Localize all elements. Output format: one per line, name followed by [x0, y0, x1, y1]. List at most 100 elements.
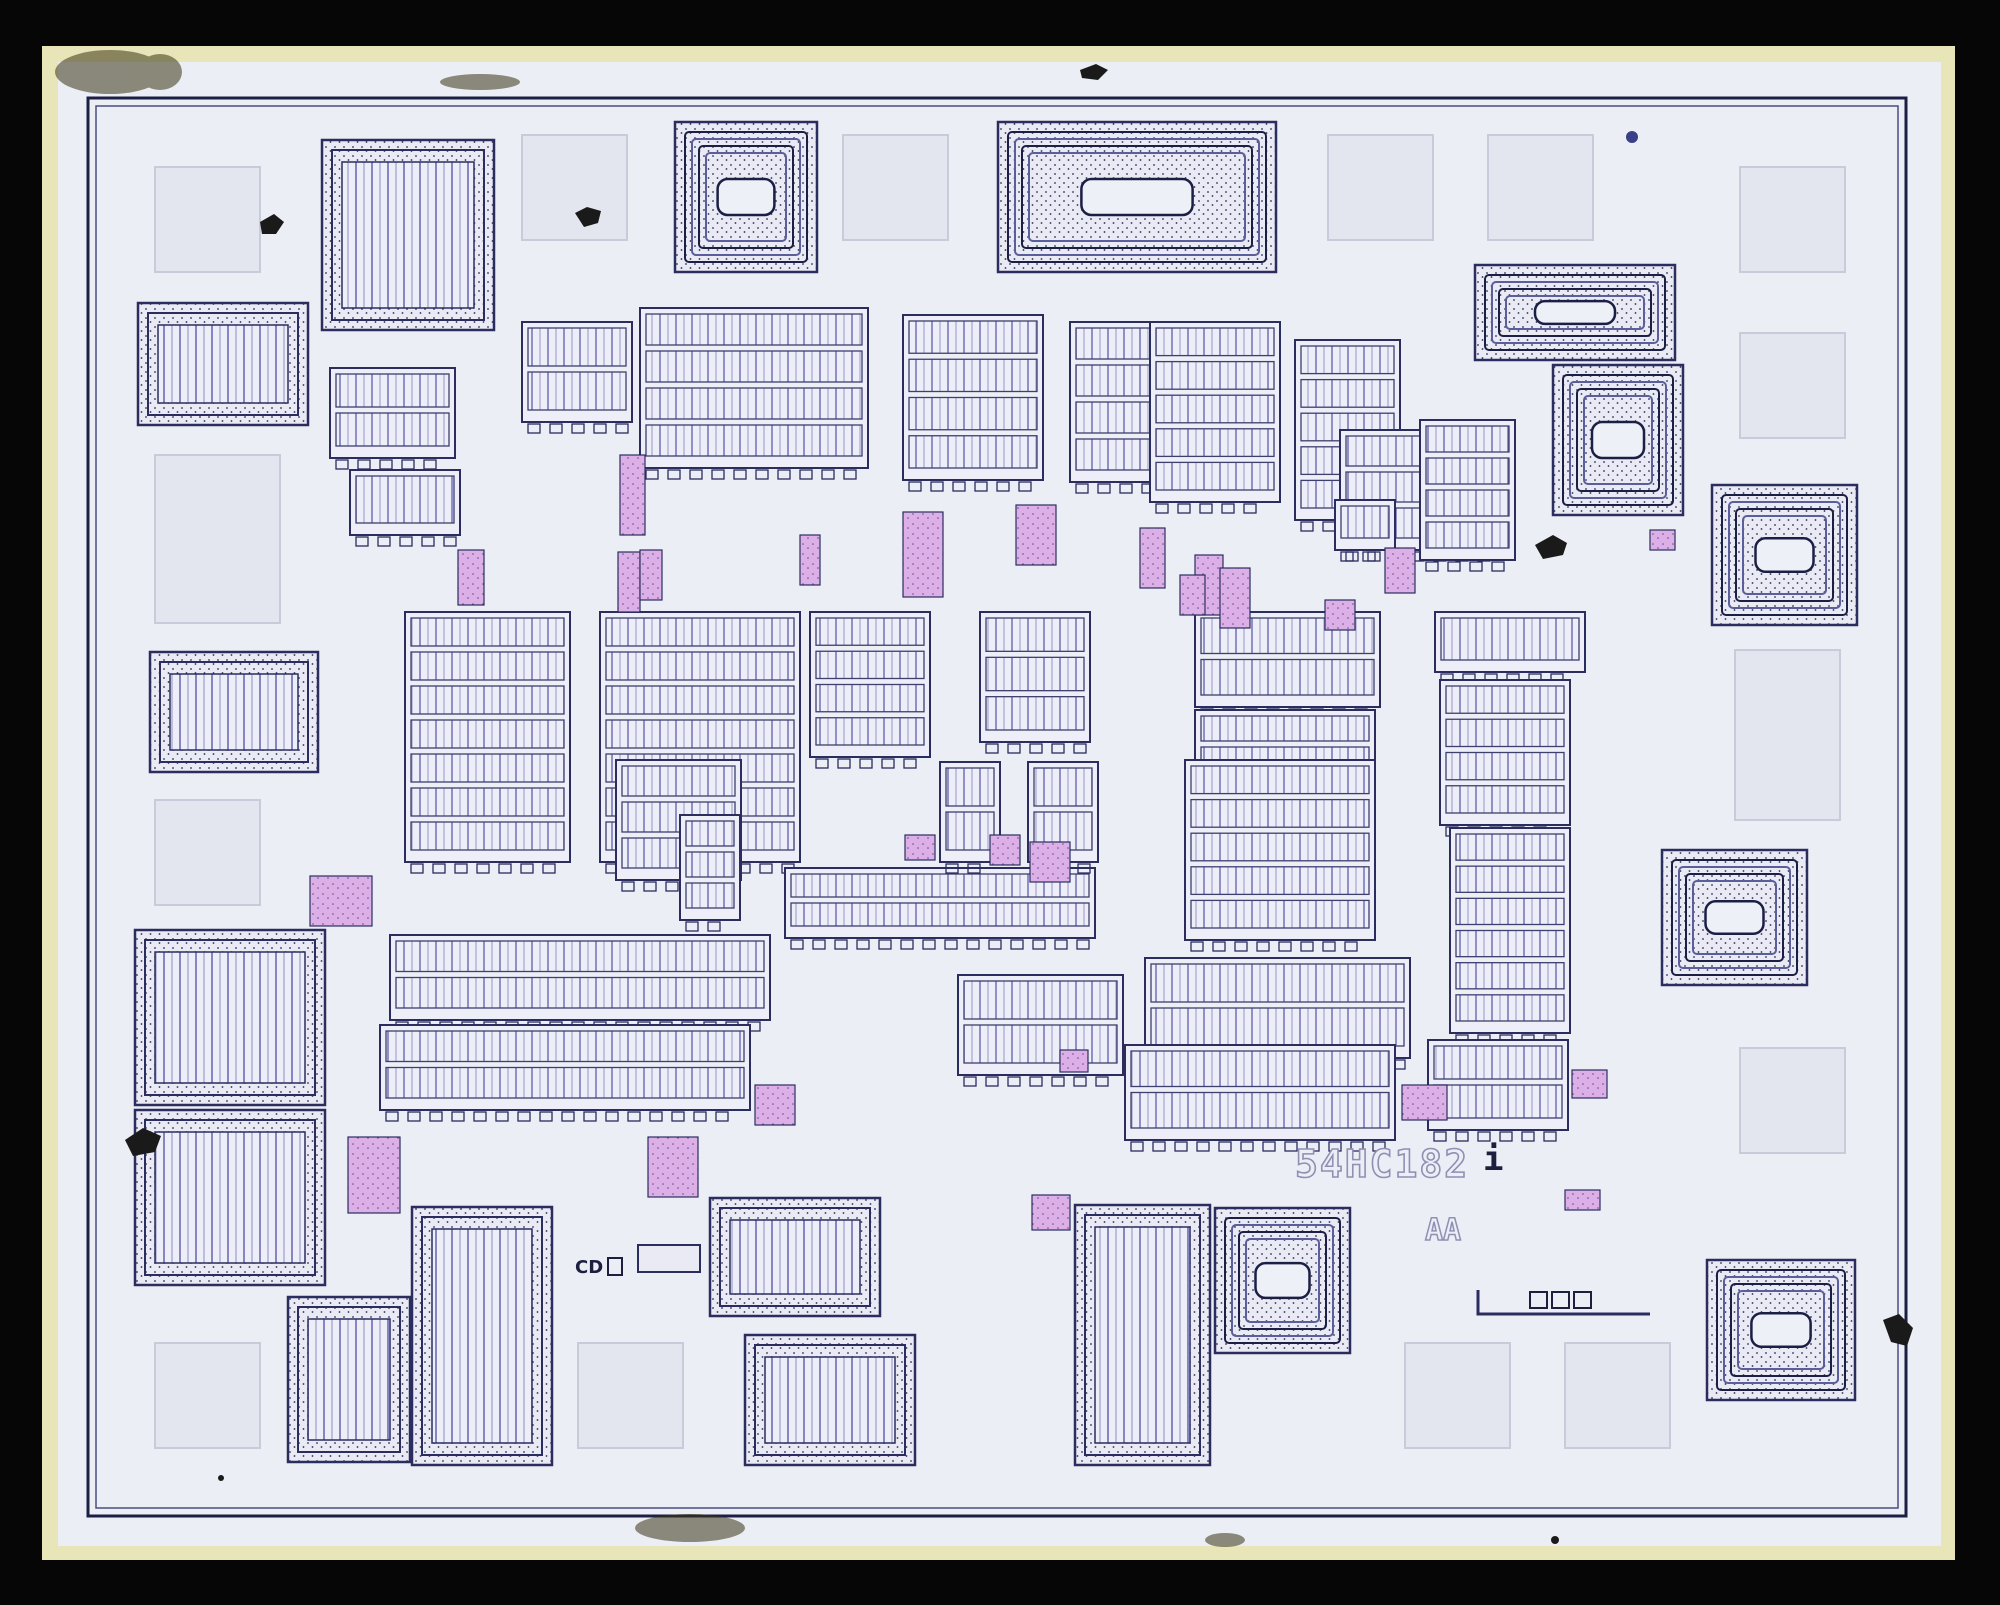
- diffusion-patch: [1384, 547, 1416, 594]
- logic-cell-row: [1184, 759, 1376, 952]
- debris-particle: [1551, 1536, 1559, 1544]
- mask-revision-marking: AA: [1425, 1213, 1461, 1248]
- debris-particle: [575, 207, 601, 227]
- diffusion-patch: [347, 1136, 401, 1214]
- logic-cell-row: [329, 367, 456, 470]
- diffusion-patch: [1015, 504, 1057, 566]
- diffusion-patch: [902, 511, 944, 598]
- diffusion-patch: [1571, 1069, 1608, 1099]
- esd-ring-structure: [1213, 1206, 1352, 1355]
- debris-particle: [1535, 535, 1567, 559]
- io-transistor-block: [286, 1295, 412, 1464]
- bond-pad: [1564, 1342, 1671, 1449]
- bond-pad: [154, 799, 261, 906]
- logic-cell-row: [679, 814, 741, 932]
- io-transistor-block: [133, 928, 327, 1107]
- seal-ring-outer: [86, 96, 1908, 1518]
- diffusion-patch: [309, 875, 373, 927]
- diffusion-patch: [1139, 527, 1166, 589]
- logic-cell-row: [1149, 321, 1281, 514]
- diffusion-patch: [1179, 574, 1206, 616]
- esd-ring-structure: [1710, 483, 1859, 627]
- part-number-marking: 54HC182: [1295, 1142, 1469, 1186]
- logic-cell-row: [957, 974, 1124, 1087]
- bond-pad: [1487, 134, 1594, 241]
- logic-cell-row: [1144, 957, 1411, 1070]
- logic-cell-rows: [329, 307, 1586, 1152]
- diffusion-patch: [1401, 1084, 1448, 1121]
- test-structure: [1573, 1291, 1592, 1309]
- logic-cell-row: [1439, 679, 1571, 837]
- diffusion-patch: [799, 534, 821, 586]
- alignment-mark-glyph: i: [1483, 1139, 1503, 1179]
- bond-pad: [154, 454, 281, 624]
- diffusion-patch: [989, 834, 1021, 866]
- debris: [125, 64, 1913, 1544]
- seal-ring-inner: [95, 105, 1899, 1509]
- test-structure: [1551, 1291, 1570, 1309]
- bond-pads: [154, 134, 1846, 1449]
- io-transistor-block: [410, 1205, 554, 1467]
- bond-pad: [1734, 649, 1841, 821]
- chip-markings: 54HC182 AA CD i: [575, 1139, 1650, 1316]
- logic-cell-row: [1124, 1044, 1396, 1152]
- bond-pad: [154, 166, 261, 273]
- logic-cell-row: [809, 611, 931, 769]
- bond-pad: [1404, 1342, 1511, 1449]
- diffusion-patches: [309, 454, 1676, 1231]
- io-transistor-block: [708, 1196, 882, 1318]
- layer-code-marking: CD: [575, 1257, 603, 1278]
- bond-pad: [521, 134, 628, 241]
- esd-ring-structure: [673, 120, 819, 274]
- diffusion-patch: [617, 551, 641, 613]
- logic-cell-row: [639, 307, 869, 480]
- logic-cell-row: [389, 934, 771, 1032]
- test-structure-bar: [1476, 1290, 1650, 1316]
- debris-particle: [1626, 131, 1638, 143]
- bond-pad: [1739, 332, 1846, 439]
- esd-ring-structure: [1473, 263, 1677, 362]
- esd-ring-structure: [996, 120, 1278, 274]
- diffusion-patch: [904, 834, 936, 861]
- io-transistors: [133, 138, 1212, 1467]
- bond-pad: [1327, 134, 1434, 241]
- bond-pad: [1739, 166, 1846, 273]
- logic-cell-row: [1434, 611, 1586, 684]
- diffusion-patch: [1564, 1189, 1601, 1211]
- logic-cell-row: [1449, 827, 1571, 1045]
- bond-pad: [842, 134, 949, 241]
- diffusion-patch: [1219, 567, 1251, 629]
- diffusion-patch: [1324, 599, 1356, 631]
- bond-pad: [154, 1342, 261, 1449]
- logic-cell-row: [1334, 499, 1396, 562]
- edge-contamination: [55, 50, 1245, 1547]
- diffusion-patch: [647, 1136, 699, 1198]
- debris-particle: [260, 214, 284, 234]
- diffusion-patch: [1029, 841, 1071, 883]
- esd-ring-structure: [1705, 1258, 1857, 1402]
- logic-cell-row: [902, 314, 1044, 492]
- bond-pad: [577, 1342, 684, 1449]
- io-transistor-block: [1073, 1203, 1212, 1467]
- esd-protection-structures: [673, 120, 1859, 1402]
- esd-ring-structure: [1551, 363, 1685, 517]
- debris-particle: [1883, 1314, 1913, 1346]
- logic-cell-row: [1427, 1039, 1569, 1142]
- logic-cell-row: [979, 611, 1091, 754]
- io-transistor-block: [133, 1108, 327, 1287]
- diffusion-patch: [754, 1084, 796, 1126]
- debris-particle: [1080, 64, 1108, 80]
- diffusion-patch: [619, 454, 646, 536]
- diffusion-patch: [1059, 1049, 1089, 1073]
- io-transistor-block: [148, 650, 320, 774]
- logic-cell-row: [1419, 419, 1516, 572]
- alignment-mark: [607, 1257, 623, 1276]
- logic-cell-row: [404, 611, 571, 874]
- logic-cell-row: [521, 321, 633, 434]
- test-structure: [637, 1244, 701, 1273]
- bond-pad: [1739, 1047, 1846, 1154]
- diffusion-patch: [1031, 1194, 1071, 1231]
- esd-ring-structure: [1660, 848, 1809, 987]
